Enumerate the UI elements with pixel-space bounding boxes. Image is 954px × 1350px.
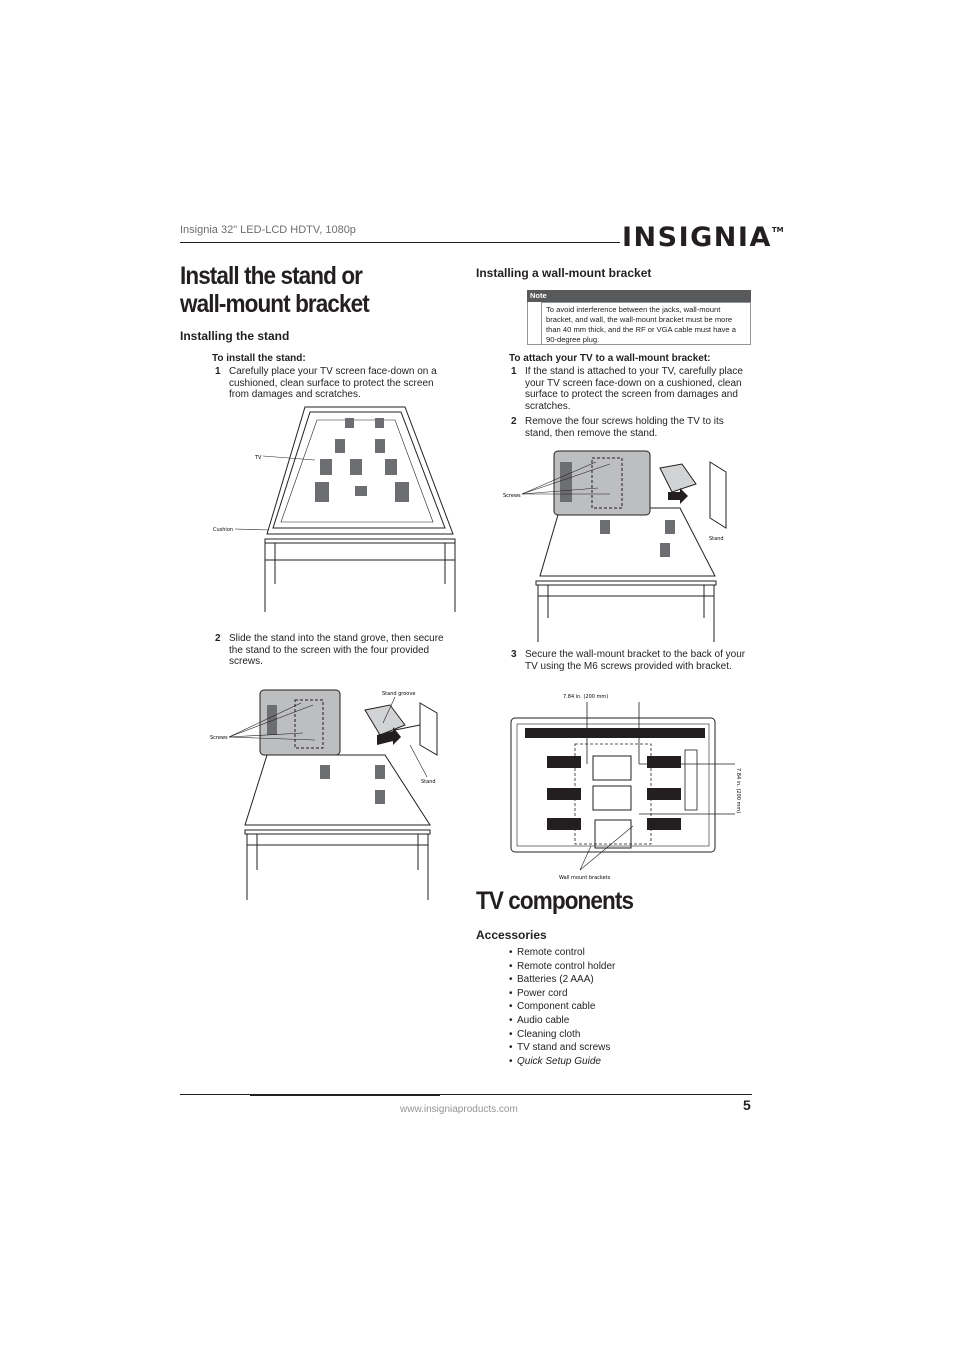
list-item: Component cable [509, 1000, 615, 1014]
list-item: Remote control holder [509, 960, 615, 974]
title-line-1: Install the stand or [180, 262, 363, 290]
procedure-wall-mount: To attach your TV to a wall-mount bracke… [509, 353, 711, 364]
step-number: 2 [215, 633, 221, 644]
subheading-installing-stand: Installing the stand [180, 329, 290, 343]
left-step-2: 2 Slide the stand into the stand grove, … [215, 633, 455, 673]
fig4-horizontal-label: 7.84 in. (200 mm) [563, 694, 608, 700]
fig4-vertical-label: 7.84 in. (200 mm) [735, 768, 741, 813]
step-text: Remove the four screws holding the TV to… [525, 416, 724, 439]
fig3-stand-label: Stand [709, 536, 724, 542]
footer-rule-accent [250, 1094, 440, 1096]
page-number: 5 [743, 1097, 751, 1113]
right-step-3: 3 Secure the wall-mount bracket to the b… [511, 649, 751, 685]
subheading-wall-mount: Installing a wall-mount bracket [476, 266, 652, 280]
step-text: Carefully place your TV screen face-down… [229, 366, 437, 400]
figure-tv-face-down: TV Cushion [213, 406, 456, 612]
right-step-2: 2 Remove the four screws holding the TV … [511, 416, 751, 442]
logo-text: INSIGNIA [622, 222, 772, 253]
fig2-stand-groove-label: Stand groove [382, 691, 415, 697]
step-text: If the stand is attached to your TV, car… [525, 366, 743, 412]
fig2-stand-label: Stand [421, 779, 436, 785]
header-product-name: Insignia 32" LED-LCD HDTV, 1080p [180, 224, 356, 236]
fig4-brackets-label: Wall mount brackets [559, 875, 611, 881]
figure-wall-mount-dimensions: 7.84 in. (200 mm) 7.84 in. (200 mm) Wall… [510, 694, 741, 881]
page-title-install: Install the stand or wall-mount bracket [180, 262, 441, 318]
figure-stand-groove: Stand groove Screws Stand [210, 689, 438, 900]
note-gutter [527, 302, 541, 345]
footer-rule [180, 1094, 752, 1095]
list-item: Power cord [509, 987, 615, 1001]
accessories-list: Remote control Remote control holder Bat… [509, 946, 615, 1068]
list-item: Quick Setup Guide [509, 1055, 615, 1069]
fig2-screws-label: Screws [210, 735, 228, 741]
step-number: 1 [511, 366, 517, 377]
page-title-tv-components: TV components [476, 887, 634, 915]
fig1-cushion-label: Cushion [213, 527, 233, 533]
list-item: Cleaning cloth [509, 1028, 615, 1042]
tv-back-outline [266, 406, 454, 535]
title-line-2: wall-mount bracket [180, 290, 370, 318]
list-item: Remote control [509, 946, 615, 960]
subheading-accessories: Accessories [476, 928, 547, 942]
procedure-install-stand: To install the stand: [212, 353, 306, 364]
right-step-1: 1 If the stand is attached to your TV, c… [511, 366, 751, 414]
note-header: Note [527, 290, 751, 302]
list-item: Audio cable [509, 1014, 615, 1028]
step-text: Slide the stand into the stand grove, th… [229, 633, 444, 667]
step-number: 3 [511, 649, 517, 660]
arrow-icon [668, 488, 688, 504]
list-item: Batteries (2 AAA) [509, 973, 615, 987]
left-step-1: 1 Carefully place your TV screen face-do… [215, 366, 450, 406]
fig3-screws-label: Screws [503, 493, 521, 499]
figure-remove-stand: Screws Stand [503, 450, 727, 642]
quick-setup-guide: Quick Setup Guide [517, 1055, 601, 1067]
footer-url[interactable]: www.insigniaproducts.com [400, 1104, 518, 1115]
list-item: TV stand and screws [509, 1041, 615, 1055]
tv-rear-outline [510, 717, 716, 853]
fig1-tv-label: TV [254, 455, 262, 461]
arrow-icon [377, 727, 401, 745]
step-text: Secure the wall-mount bracket to the bac… [525, 649, 746, 672]
header-rule [180, 242, 620, 243]
step-number: 2 [511, 416, 517, 427]
insignia-logo: INSIGNIATM [622, 222, 784, 253]
step-number: 1 [215, 366, 221, 377]
note-body: To avoid interference between the jacks,… [541, 302, 751, 345]
logo-tm: TM [771, 226, 784, 234]
